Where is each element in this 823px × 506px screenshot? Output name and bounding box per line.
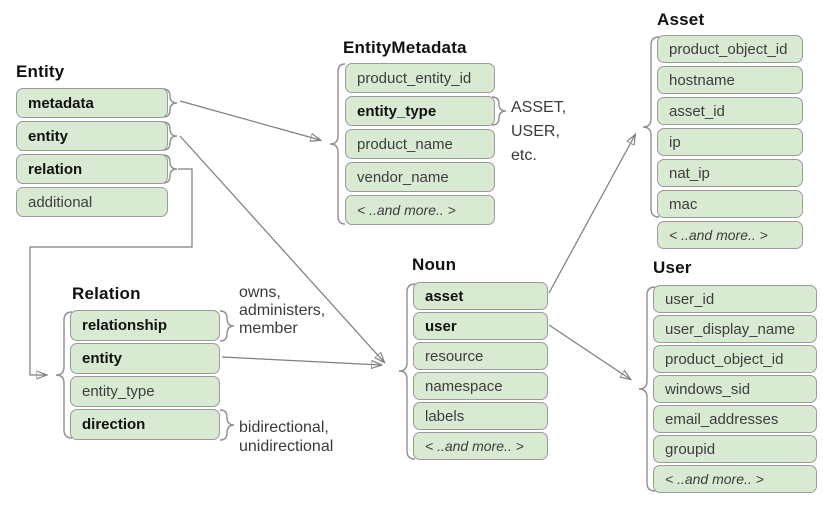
arrow-noun-user-to-user <box>548 324 630 379</box>
annotation-line: member <box>239 320 298 337</box>
field-entity: entity <box>16 121 168 151</box>
field-asset: asset <box>413 282 548 310</box>
field-entity-type: entity_type <box>345 96 495 126</box>
field-direction: direction <box>70 409 220 440</box>
field-metadata: metadata <box>16 88 168 118</box>
annotation-line: etc. <box>511 147 537 164</box>
annotation-line: owns, <box>239 284 281 301</box>
annotation-entity-type-values: ASSET, USER, etc. <box>511 96 566 168</box>
field-hostname: hostname <box>657 66 803 94</box>
brace-relationship-right <box>219 310 235 342</box>
table-title: Entity <box>16 62 65 81</box>
annotation-direction-values: bidirectional, unidirectional <box>239 418 333 456</box>
arrow-relation-entity-to-noun <box>221 356 381 365</box>
field-namespace: namespace <box>413 372 548 400</box>
field-user-id: user_id <box>653 285 817 313</box>
table-relation: Relation relationship entity entity_type… <box>70 284 220 442</box>
brace-direction-right <box>219 409 235 441</box>
field-and-more: < ..and more.. > <box>653 465 817 493</box>
annotation-line: bidirectional, <box>239 419 329 436</box>
field-and-more: < ..and more.. > <box>413 432 548 460</box>
field-ip: ip <box>657 128 803 156</box>
brace-entitymetadata-left <box>329 63 346 225</box>
field-relation: relation <box>16 154 168 184</box>
table-title: Asset <box>657 10 705 29</box>
field-and-more: < ..and more.. > <box>345 195 495 225</box>
field-product-object-id: product_object_id <box>653 345 817 373</box>
table-user: User user_id user_display_name product_o… <box>653 258 817 495</box>
field-groupid: groupid <box>653 435 817 463</box>
arrow-entity-metadata-to-entitymetadata <box>179 100 320 140</box>
field-relationship: relationship <box>70 310 220 341</box>
table-title: Noun <box>412 255 457 274</box>
field-product-object-id: product_object_id <box>657 35 803 63</box>
table-entitymetadata: EntityMetadata product_entity_id entity_… <box>343 38 495 228</box>
field-mac: mac <box>657 190 803 218</box>
table-noun: Noun asset user resource namespace label… <box>412 255 548 462</box>
annotation-line: USER, <box>511 123 560 140</box>
field-asset-id: asset_id <box>657 97 803 125</box>
field-user-display-name: user_display_name <box>653 315 817 343</box>
field-windows-sid: windows_sid <box>653 375 817 403</box>
field-product-entity-id: product_entity_id <box>345 63 495 93</box>
table-entity: Entity metadata entity relation addition… <box>16 62 168 220</box>
field-user: user <box>413 312 548 340</box>
field-vendor-name: vendor_name <box>345 162 495 192</box>
field-labels: labels <box>413 402 548 430</box>
annotation-relationship-values: owns, administers, member <box>239 284 325 338</box>
field-entity: entity <box>70 343 220 374</box>
field-product-name: product_name <box>345 129 495 159</box>
annotation-line: administers, <box>239 302 326 319</box>
field-entity-type: entity_type <box>70 376 220 407</box>
table-asset: Asset product_object_id hostname asset_i… <box>657 10 803 252</box>
annotation-line: ASSET, <box>511 99 567 116</box>
annotation-line: unidirectional <box>239 438 334 455</box>
field-and-more: < ..and more.. > <box>657 221 803 249</box>
table-title: User <box>653 258 692 277</box>
field-resource: resource <box>413 342 548 370</box>
field-nat-ip: nat_ip <box>657 159 803 187</box>
table-title: Relation <box>72 284 141 303</box>
table-title: EntityMetadata <box>343 38 467 57</box>
field-additional: additional <box>16 187 168 217</box>
field-email-addresses: email_addresses <box>653 405 817 433</box>
